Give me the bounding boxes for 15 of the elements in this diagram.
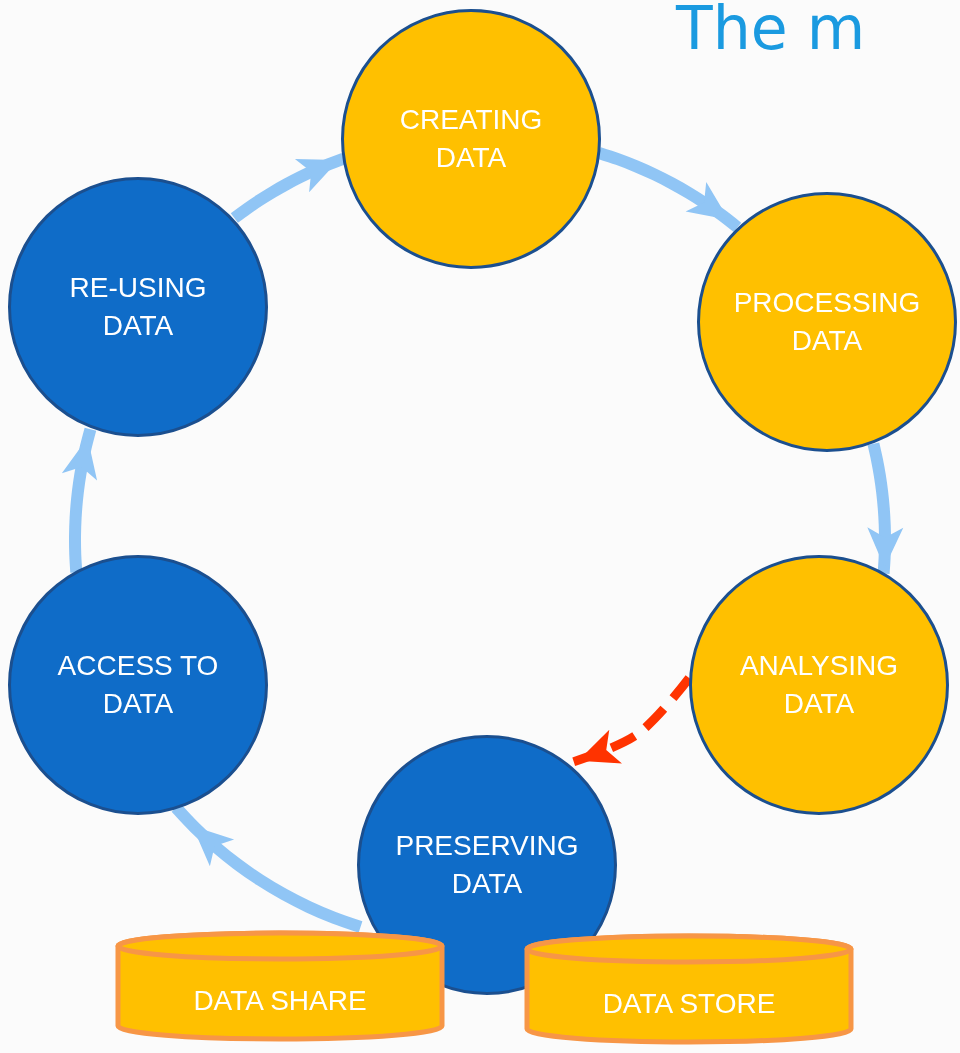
stage-label: PROCESSING DATA xyxy=(732,286,922,358)
stage-label: DATA STORE xyxy=(602,987,776,1021)
arrow xyxy=(61,427,98,573)
database-cylinder xyxy=(115,930,445,1042)
stage-label: ACCESS TO DATA xyxy=(56,649,220,721)
stage-label: ANALYSING DATA xyxy=(738,649,900,721)
stage-label: CREATING DATA xyxy=(398,103,544,175)
title: The m xyxy=(676,0,866,64)
stage-label: PRESERVING DATA xyxy=(394,829,580,901)
stage-label: DATA SHARE xyxy=(193,984,367,1018)
arrow xyxy=(867,442,904,575)
database-cylinder xyxy=(524,933,854,1045)
stage-label: RE-USING DATA xyxy=(68,271,208,343)
arrow xyxy=(230,153,346,223)
arrow xyxy=(597,147,742,233)
